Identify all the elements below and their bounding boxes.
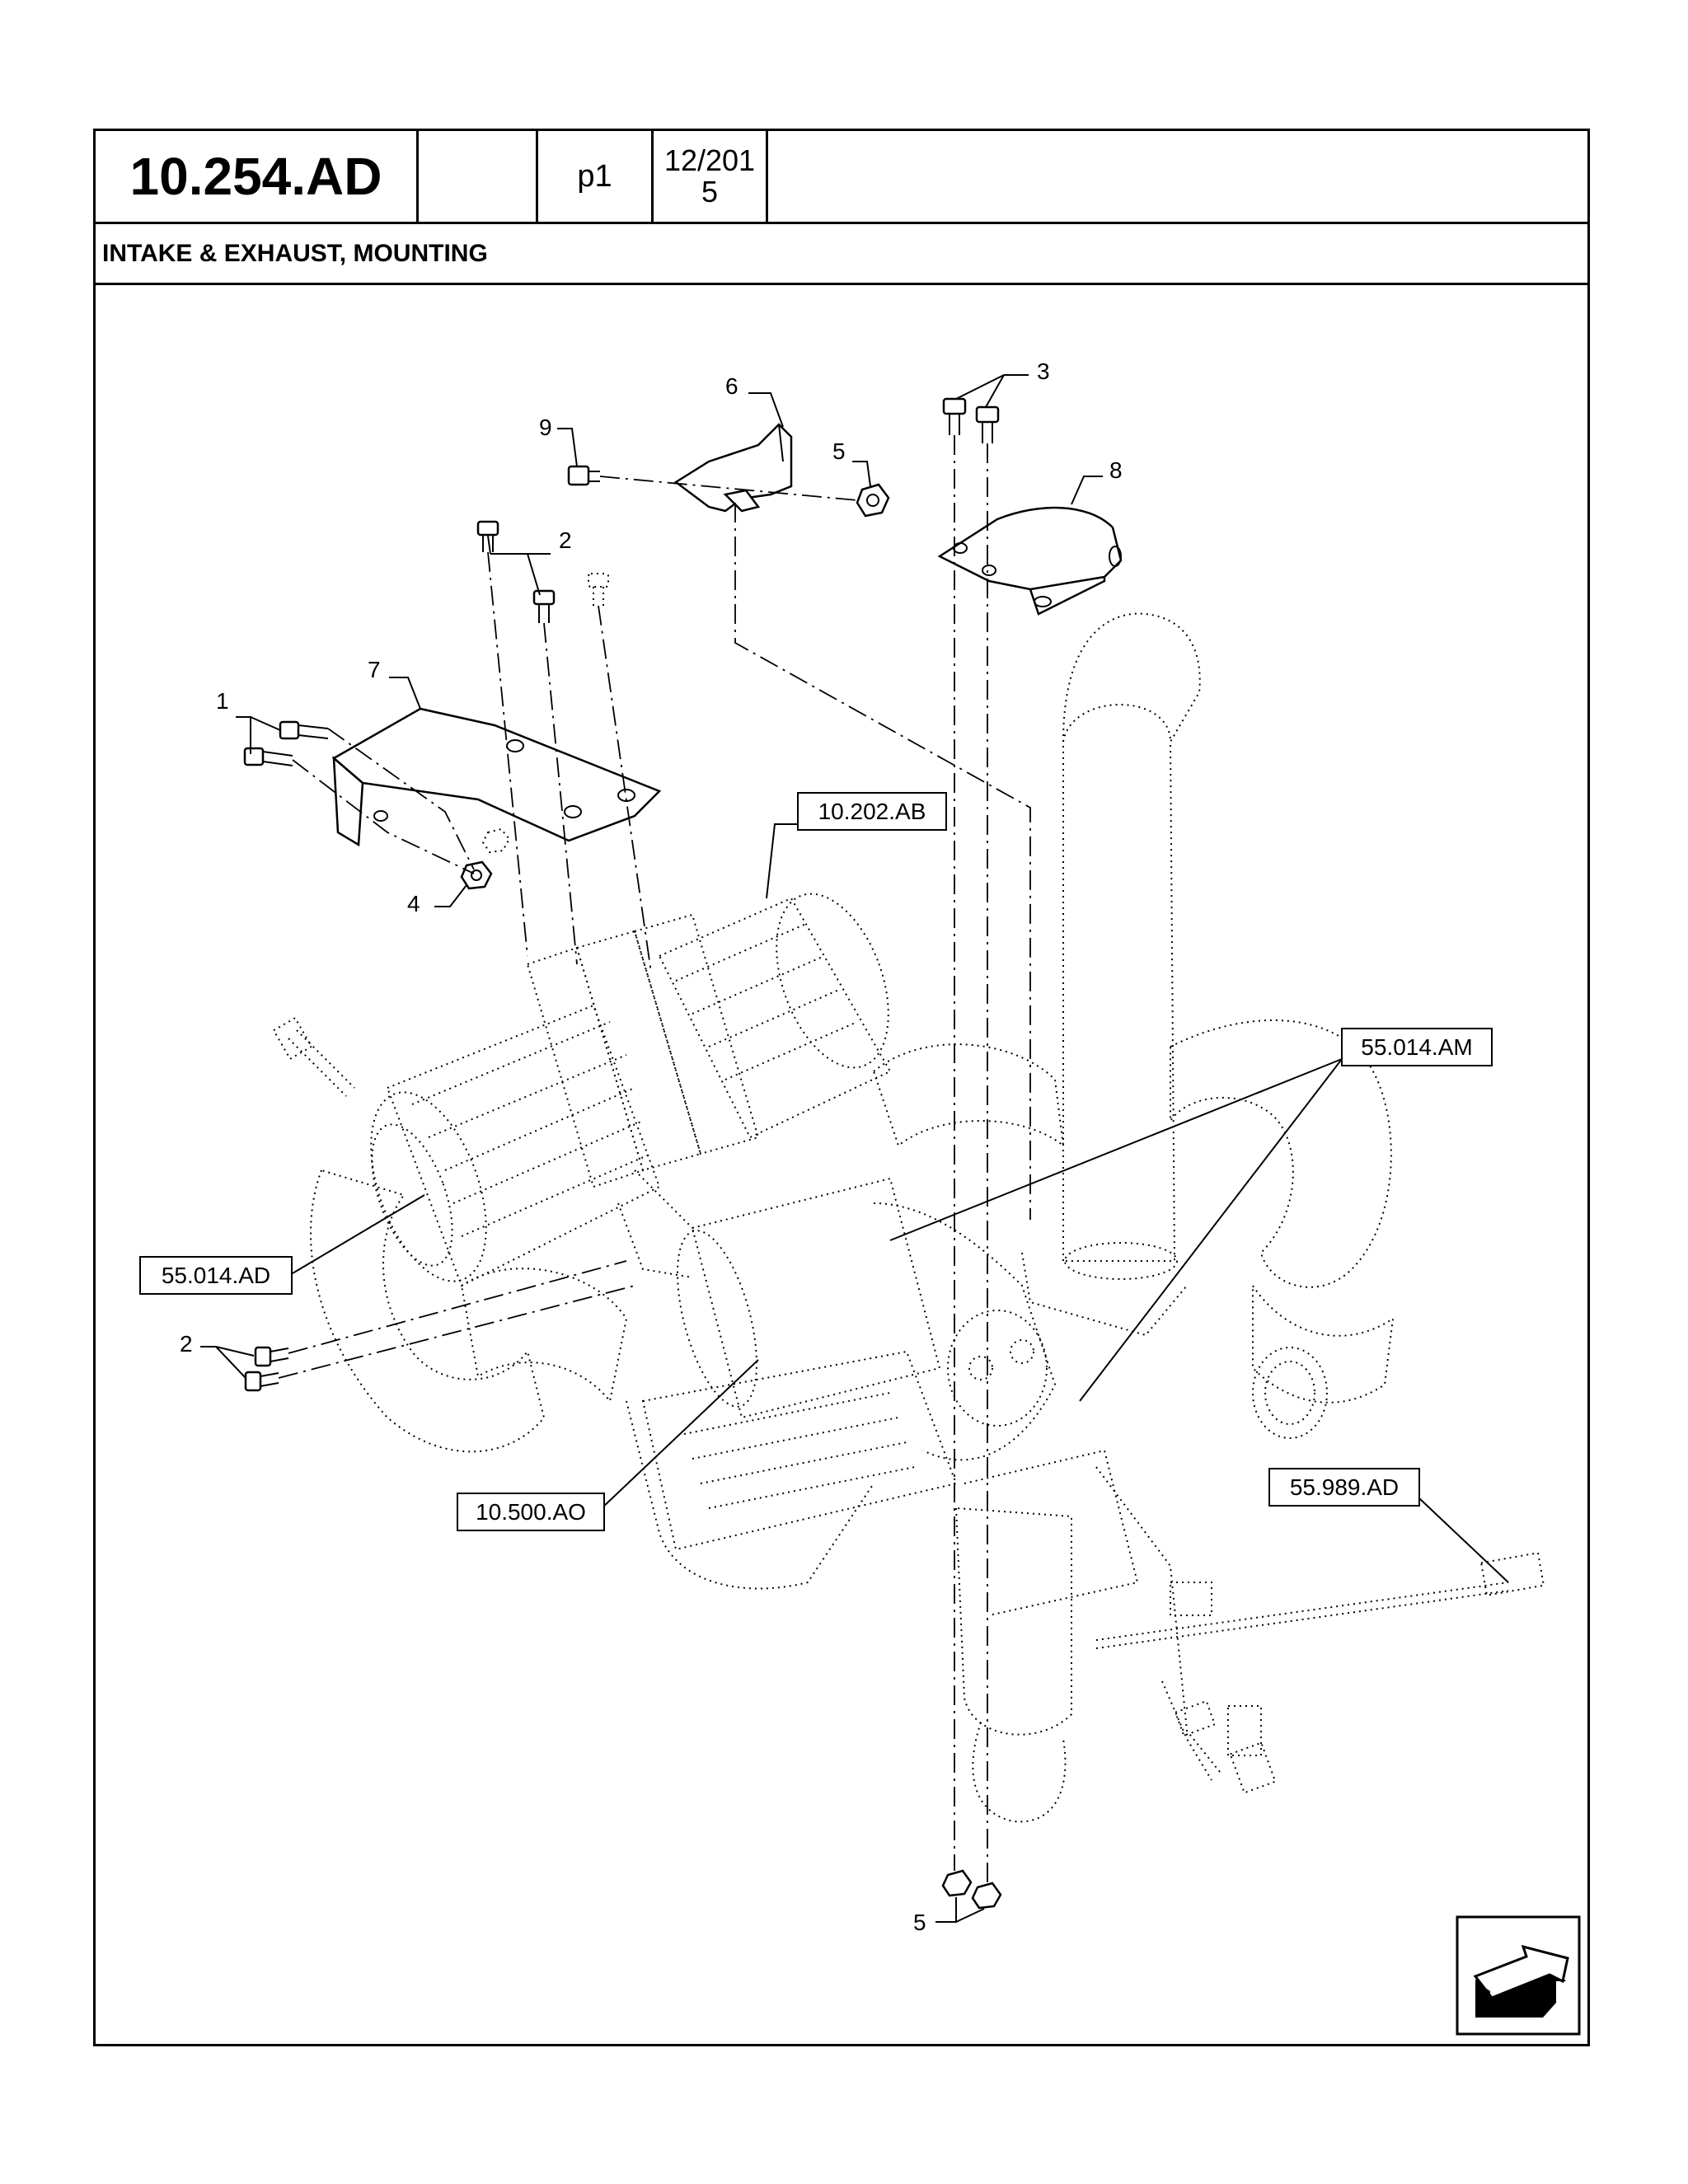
assembly-centerlines: [278, 435, 1031, 1887]
bolt-hardware: [243, 397, 1002, 1910]
bolt-9: [567, 465, 600, 486]
issue-date-line2: 5: [701, 175, 719, 209]
nut-5-lower-a: [941, 1869, 973, 1897]
bolt-2-b: [532, 589, 556, 623]
callout-1: 1: [216, 688, 229, 714]
arrow-back-icon[interactable]: [1456, 1915, 1581, 2036]
nut-5-lower-b: [971, 1882, 1002, 1910]
bolt-3-a: [942, 397, 967, 435]
aftertreatment-canisters: [370, 893, 1057, 1461]
ref-10-500-AO[interactable]: 10.500.AO: [457, 1493, 605, 1531]
callout-2-lower: 2: [180, 1331, 193, 1357]
bolt-2-e: [244, 1371, 279, 1392]
callout-numbers: 1 2 2 3 4 5 5 6 7 8 9: [180, 359, 1123, 1935]
issue-date-line1: 12/201: [663, 143, 756, 177]
ref-55-014-AD[interactable]: 55.014.AD: [139, 1256, 293, 1295]
bolt-1-upper: [279, 720, 329, 740]
reference-boxes: 10.202.AB 55.014.AM 55.014.AD 10.500.AO …: [139, 792, 1493, 1531]
exhaust-stack: [1021, 612, 1201, 1337]
callout-2-upper: 2: [559, 527, 572, 553]
nut-5-upper: [856, 483, 890, 518]
bracket-7: [331, 707, 662, 847]
bolt-1-lower: [243, 747, 293, 766]
leader-lines: [200, 374, 1509, 1923]
diagram-frame: [93, 129, 1590, 2046]
callout-6: 6: [725, 373, 738, 399]
bolt-3-b: [975, 405, 1000, 443]
svg-text:10.500.AO: 10.500.AO: [476, 1499, 586, 1525]
svg-text:10.202.AB: 10.202.AB: [818, 799, 926, 824]
bolt-2-c: [588, 573, 609, 606]
bolt-2-d: [254, 1346, 289, 1367]
svg-text:55.014.AM: 55.014.AM: [1361, 1034, 1472, 1060]
svg-text:55.989.AD: 55.989.AD: [1290, 1474, 1399, 1500]
callout-3: 3: [1037, 359, 1050, 384]
bolt-2-a: [476, 520, 499, 552]
callout-4: 4: [407, 891, 420, 916]
callout-5-upper: 5: [832, 438, 846, 464]
page-title-text: INTAKE & EXHAUST, MOUNTING: [102, 239, 488, 267]
ref-55-014-AM[interactable]: 55.014.AM: [1341, 1028, 1493, 1066]
nut-4-hidden: [481, 827, 511, 854]
ref-10-202-AB[interactable]: 10.202.AB: [797, 792, 947, 831]
exhaust-pipes-hidden: [310, 1019, 1395, 1823]
bracket-6: [673, 423, 793, 513]
page-number-text: p1: [577, 158, 612, 194]
nut-4: [460, 860, 493, 890]
callout-7: 7: [368, 657, 381, 682]
callout-8: 8: [1109, 457, 1123, 483]
callout-9: 9: [539, 415, 552, 440]
bracket-8: [937, 506, 1123, 616]
ref-55-989-AD[interactable]: 55.989.AD: [1268, 1468, 1420, 1507]
section-code-text: 10.254.AD: [129, 147, 382, 206]
sensor-harness: [272, 1016, 1545, 1794]
svg-text:55.014.AD: 55.014.AD: [162, 1263, 270, 1288]
callout-5-lower: 5: [913, 1910, 926, 1935]
